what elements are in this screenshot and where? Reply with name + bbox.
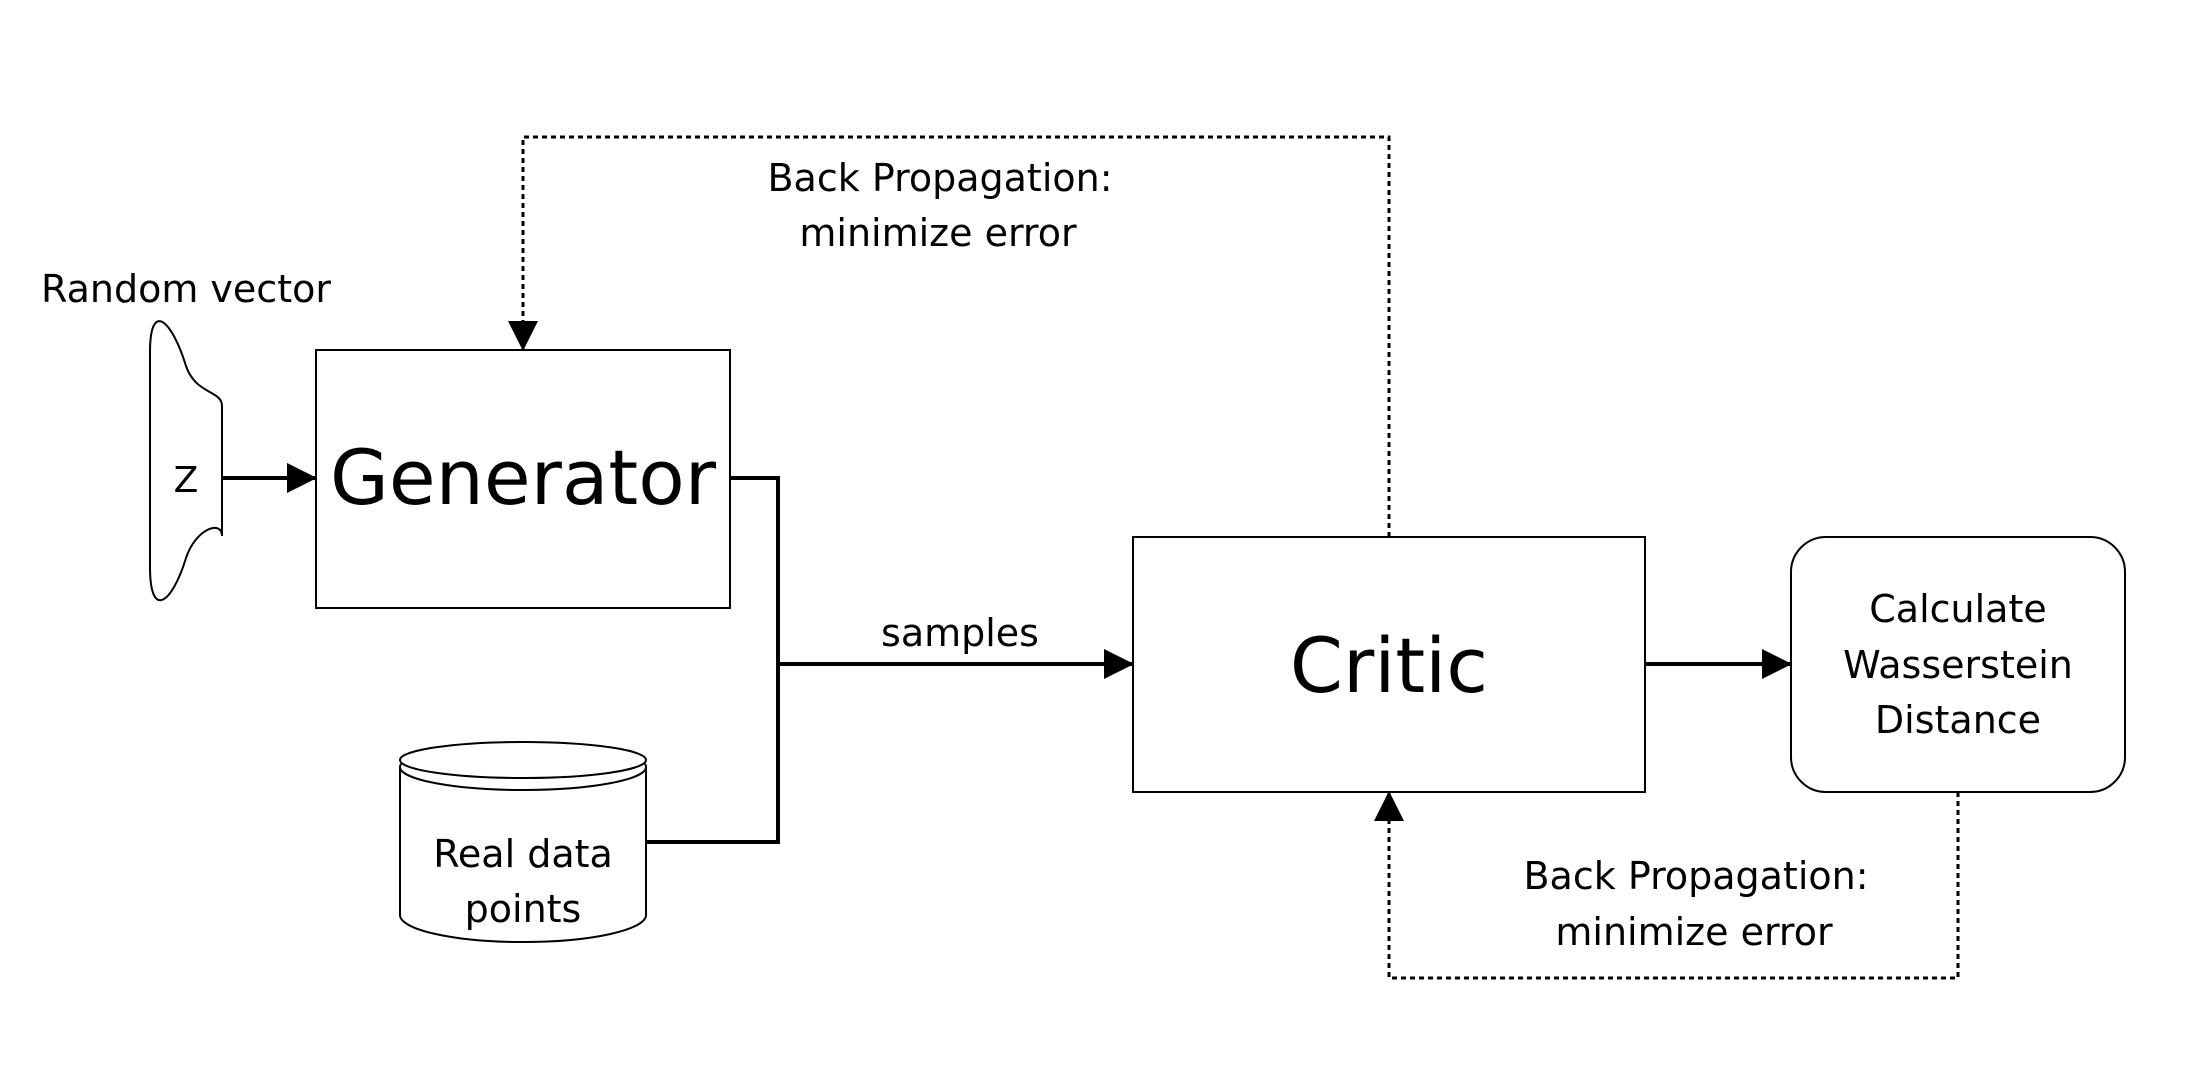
wasserstein-label-line3: Distance — [1875, 698, 2041, 742]
backprop-top-label-line2: minimize error — [799, 211, 1077, 255]
backprop-top-label-line1: Back Propagation: — [767, 156, 1112, 200]
wasserstein-label-line2: Wasserstein — [1843, 643, 2073, 687]
generator-box — [315, 349, 731, 609]
backprop-bottom-label-line1: Back Propagation: — [1523, 854, 1868, 898]
generator-label: Generator — [330, 433, 717, 522]
backprop-top-path — [508, 135, 1391, 537]
real-data-label-line2: points — [465, 887, 582, 931]
samples-label: samples — [881, 611, 1039, 655]
backprop-bottom-path — [1374, 791, 1960, 980]
real-data-cylinder — [399, 741, 647, 943]
backprop-bottom-label-line2: minimize error — [1555, 910, 1833, 954]
real-data-label-line1: Real data — [433, 832, 613, 876]
wasserstein-label-line1: Calculate — [1869, 587, 2046, 631]
random-vector-label: Random vector — [41, 267, 331, 311]
generator-output-line — [730, 476, 780, 664]
z-label: Z — [174, 460, 199, 501]
random-vector-shape — [149, 320, 223, 602]
real-data-output-line — [646, 664, 780, 844]
critic-label: Critic — [1290, 621, 1488, 710]
